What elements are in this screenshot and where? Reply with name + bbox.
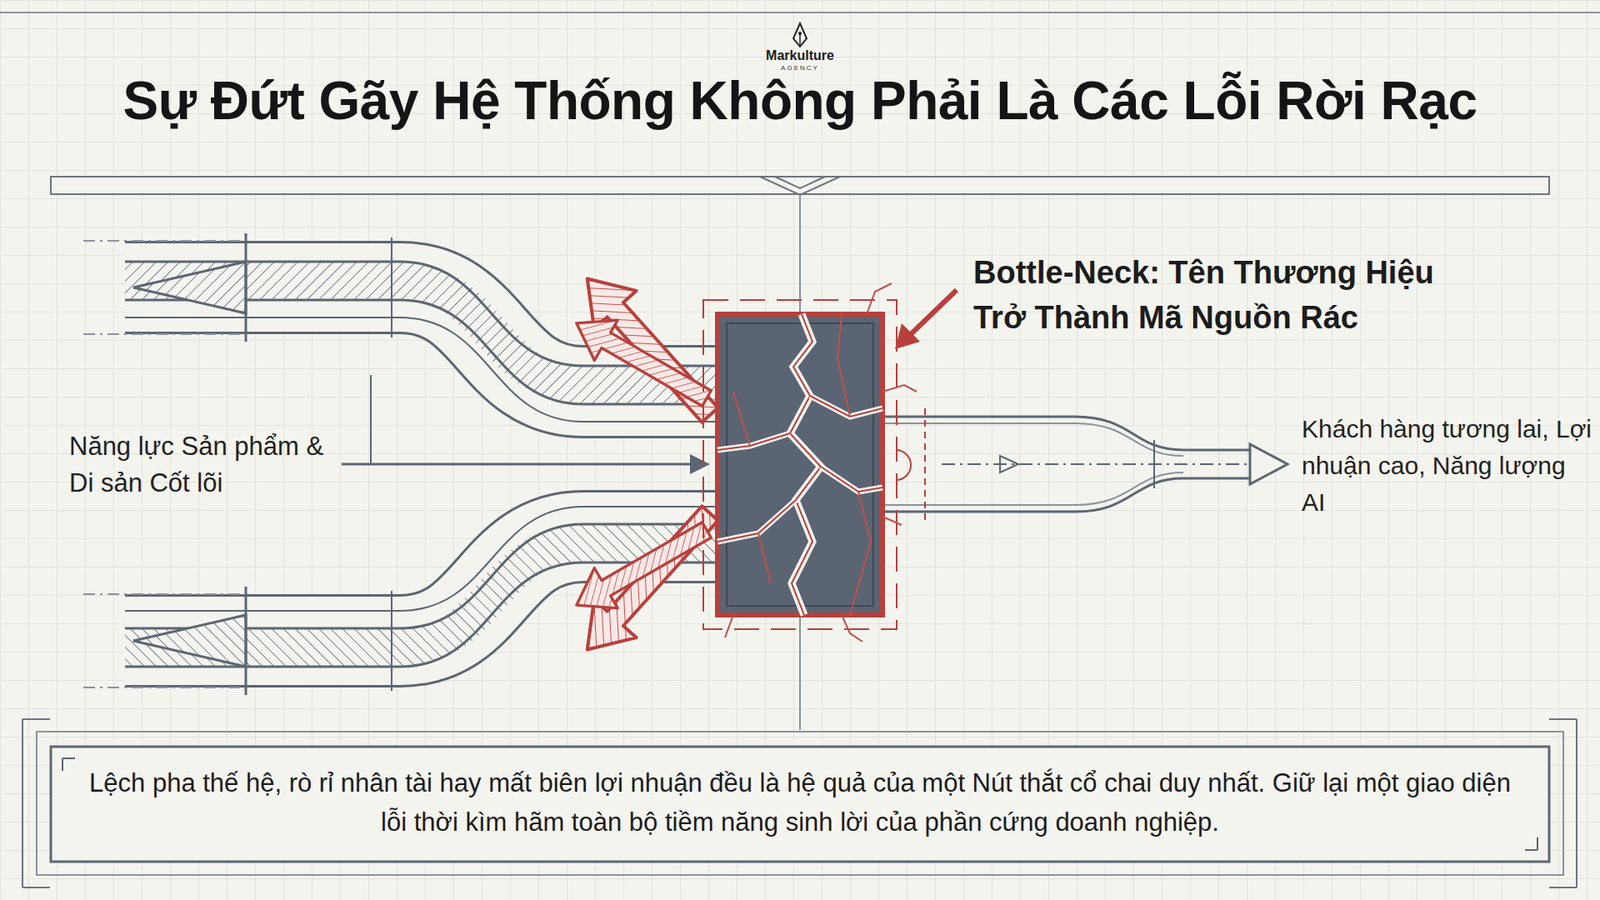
drawing-path [1000, 455, 1019, 473]
drawing-line [799, 33, 801, 45]
drawing-path [733, 314, 871, 615]
bottleneck-block [703, 283, 917, 642]
drawing-path [775, 176, 825, 189]
drawing-path [882, 423, 1184, 505]
drawing-path [717, 395, 883, 542]
drawing-path [793, 23, 807, 47]
drawing-path [725, 283, 917, 642]
logo-tag: AGENCY [716, 64, 884, 72]
drawing-path [882, 478, 1250, 512]
drawing-line [370, 375, 372, 465]
drawing-line [924, 408, 926, 521]
drawing-line [941, 463, 1250, 465]
logo-icon [793, 23, 807, 47]
drawing-line [910, 290, 957, 335]
output-label: Khách hàng tương lai, Lợi nhuận cao, Năn… [1301, 410, 1592, 521]
drawing-path [22, 719, 1577, 888]
drawing-path [882, 416, 1250, 450]
drawing-rect [50, 746, 1550, 862]
drawing-rect [50, 176, 1550, 195]
input-label: Năng lực Sản phẩm & Di sản Cốt lõi [69, 428, 345, 502]
drawing-path [760, 176, 840, 195]
drawing-line [341, 463, 692, 466]
drawing-path [717, 395, 883, 542]
drawing-path [895, 450, 911, 480]
caption: Lệch pha thế hệ, rò rỉ nhân tài hay mất … [75, 763, 1525, 842]
drawing-circle [798, 31, 802, 35]
drawing-path [62, 758, 1538, 850]
drawing-path [895, 323, 920, 350]
drawing-rect [703, 300, 897, 630]
title: Sự Đứt Gãy Hệ Thống Không Phải Là Các Lỗ… [0, 70, 1600, 132]
drawing-path [790, 314, 821, 615]
drawing-path [36, 731, 1564, 875]
drawing-path [690, 454, 710, 475]
drawing-use [565, 510, 719, 625]
drawing-path [790, 314, 821, 615]
drawing-line [0, 11, 1600, 14]
drawing-rect [717, 314, 883, 615]
drawing-path [1250, 444, 1288, 485]
logo-name: Markulture [716, 48, 884, 64]
drawing-use [565, 303, 719, 419]
callout-label: Bottle-Neck: Tên Thương Hiệu Trở Thành M… [973, 250, 1490, 340]
